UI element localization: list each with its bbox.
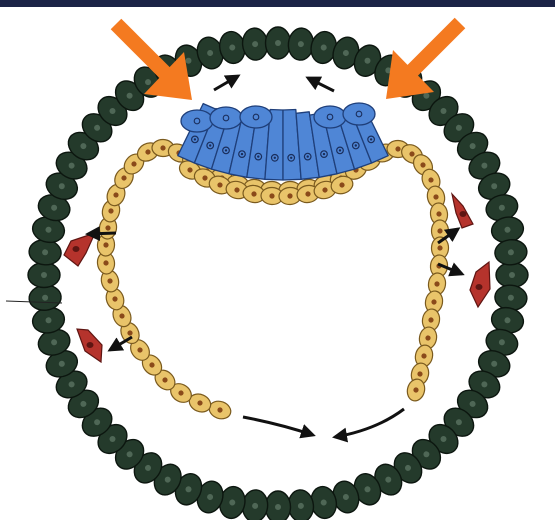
movement-arrow-left-lower xyxy=(110,337,132,350)
movement-arrow-bottom-right xyxy=(335,409,404,437)
trophoblast-cell xyxy=(266,27,291,59)
trophoblast-cell xyxy=(287,27,315,61)
epiblast-cell xyxy=(181,110,213,132)
trophoblast-cell xyxy=(494,238,528,266)
epiblast-cell xyxy=(210,107,242,129)
migrating-cell-right-lower xyxy=(470,262,490,307)
orange-arrow-right xyxy=(386,23,460,99)
epiblast-cell xyxy=(343,103,375,125)
epiblast-cell xyxy=(240,106,272,128)
trophoblast-cell xyxy=(494,284,528,312)
movement-arrow-bottom-left xyxy=(243,417,313,435)
movement-arrow-top-right xyxy=(308,78,334,91)
trophoblast-cell xyxy=(496,263,528,288)
hypoblast-layer xyxy=(96,139,448,422)
movement-arrow-left-upper xyxy=(88,233,116,234)
epiblast-cell xyxy=(314,106,346,128)
epiblast-layer xyxy=(178,103,388,180)
trophoblast-cell xyxy=(266,491,291,520)
hypoblast-cell xyxy=(207,398,233,421)
movement-arrow-top-left xyxy=(214,76,238,90)
migrating-cell-left-lower xyxy=(77,329,102,362)
migrating-cell-right-upper xyxy=(452,194,473,228)
trophoblast-cell xyxy=(287,489,315,520)
migrating-cell-left-upper xyxy=(64,233,95,266)
trophoblast-cell xyxy=(28,263,60,288)
trophoblast-cell xyxy=(28,238,62,266)
